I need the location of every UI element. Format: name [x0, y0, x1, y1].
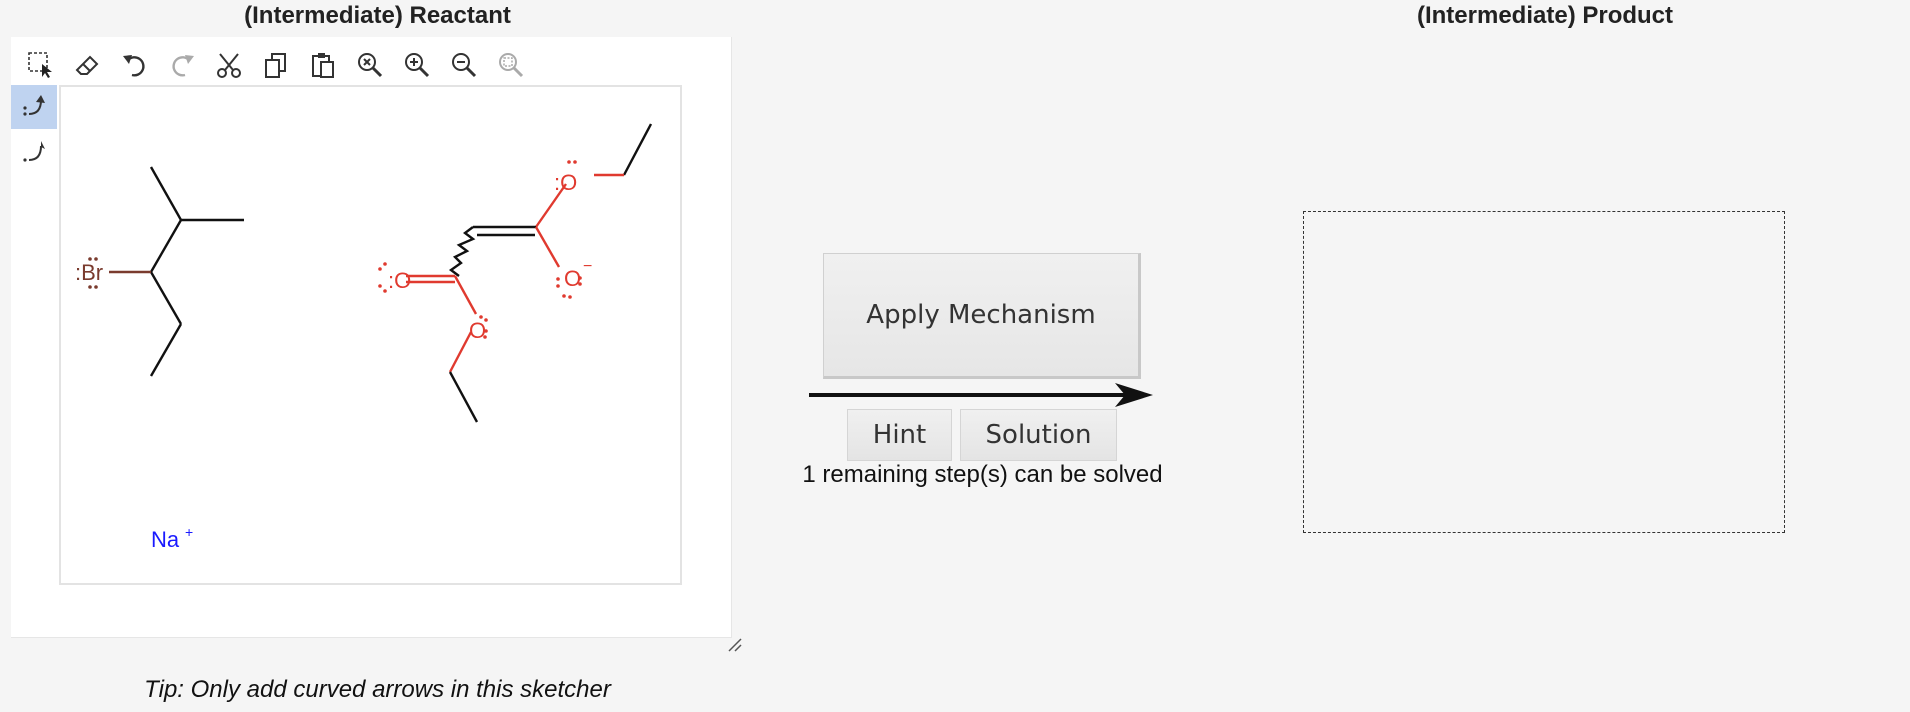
solution-button[interactable]: Solution	[960, 409, 1117, 461]
sodium-charge: +	[185, 524, 193, 540]
arrow-tools	[11, 85, 59, 177]
oxygen-top[interactable]: :O	[554, 170, 577, 195]
hint-button[interactable]: Hint	[847, 409, 952, 461]
product-title: (Intermediate) Product	[1416, 2, 1674, 29]
oxygen-left[interactable]: :O	[388, 268, 411, 293]
zoom-reset-icon[interactable]	[346, 45, 393, 85]
resize-handle-icon[interactable]	[725, 635, 743, 653]
reactant-molecules: :Br :O :O	[75, 123, 653, 552]
oxygen-labels: :O :O O − O	[388, 170, 592, 343]
redo-icon[interactable]	[158, 45, 205, 85]
zoom-out-icon[interactable]	[440, 45, 487, 85]
eraser-icon[interactable]	[64, 45, 111, 85]
oxygen-anion[interactable]: O	[564, 266, 581, 291]
sodium-label[interactable]: Na	[151, 527, 180, 552]
undo-icon[interactable]	[111, 45, 158, 85]
bromine-lone-pairs	[88, 257, 98, 289]
zoom-in-icon[interactable]	[393, 45, 440, 85]
copy-icon[interactable]	[252, 45, 299, 85]
apply-mechanism-button[interactable]: Apply Mechanism	[823, 253, 1141, 379]
reaction-arrow-icon	[809, 383, 1153, 407]
electron-pair-arrow-icon[interactable]	[11, 85, 57, 129]
oxygen-bottom[interactable]: O	[469, 318, 486, 343]
cut-icon[interactable]	[205, 45, 252, 85]
bromine-label[interactable]: :Br	[75, 260, 103, 285]
molecule-canvas[interactable]: :Br :O :O	[59, 85, 682, 585]
anion-charge: −	[583, 258, 592, 275]
zoom-fit-icon[interactable]	[487, 45, 534, 85]
select-icon[interactable]	[17, 45, 64, 85]
sketcher-tip: Tip: Only add curved arrows in this sket…	[144, 676, 611, 703]
oxygen-lone-pairs	[378, 160, 582, 339]
reactant-sketcher[interactable]: :Br :O :O	[11, 37, 742, 652]
paste-icon[interactable]	[299, 45, 346, 85]
alkyl-bromide	[109, 166, 244, 377]
sketcher-toolbar	[17, 45, 534, 85]
remaining-steps-status: 1 remaining step(s) can be solved	[802, 461, 1163, 488]
diester-enolate	[406, 123, 653, 423]
reactant-title: (Intermediate) Reactant	[244, 2, 511, 29]
single-electron-arrow-icon[interactable]	[11, 131, 57, 175]
product-drop-area[interactable]	[1303, 211, 1785, 533]
